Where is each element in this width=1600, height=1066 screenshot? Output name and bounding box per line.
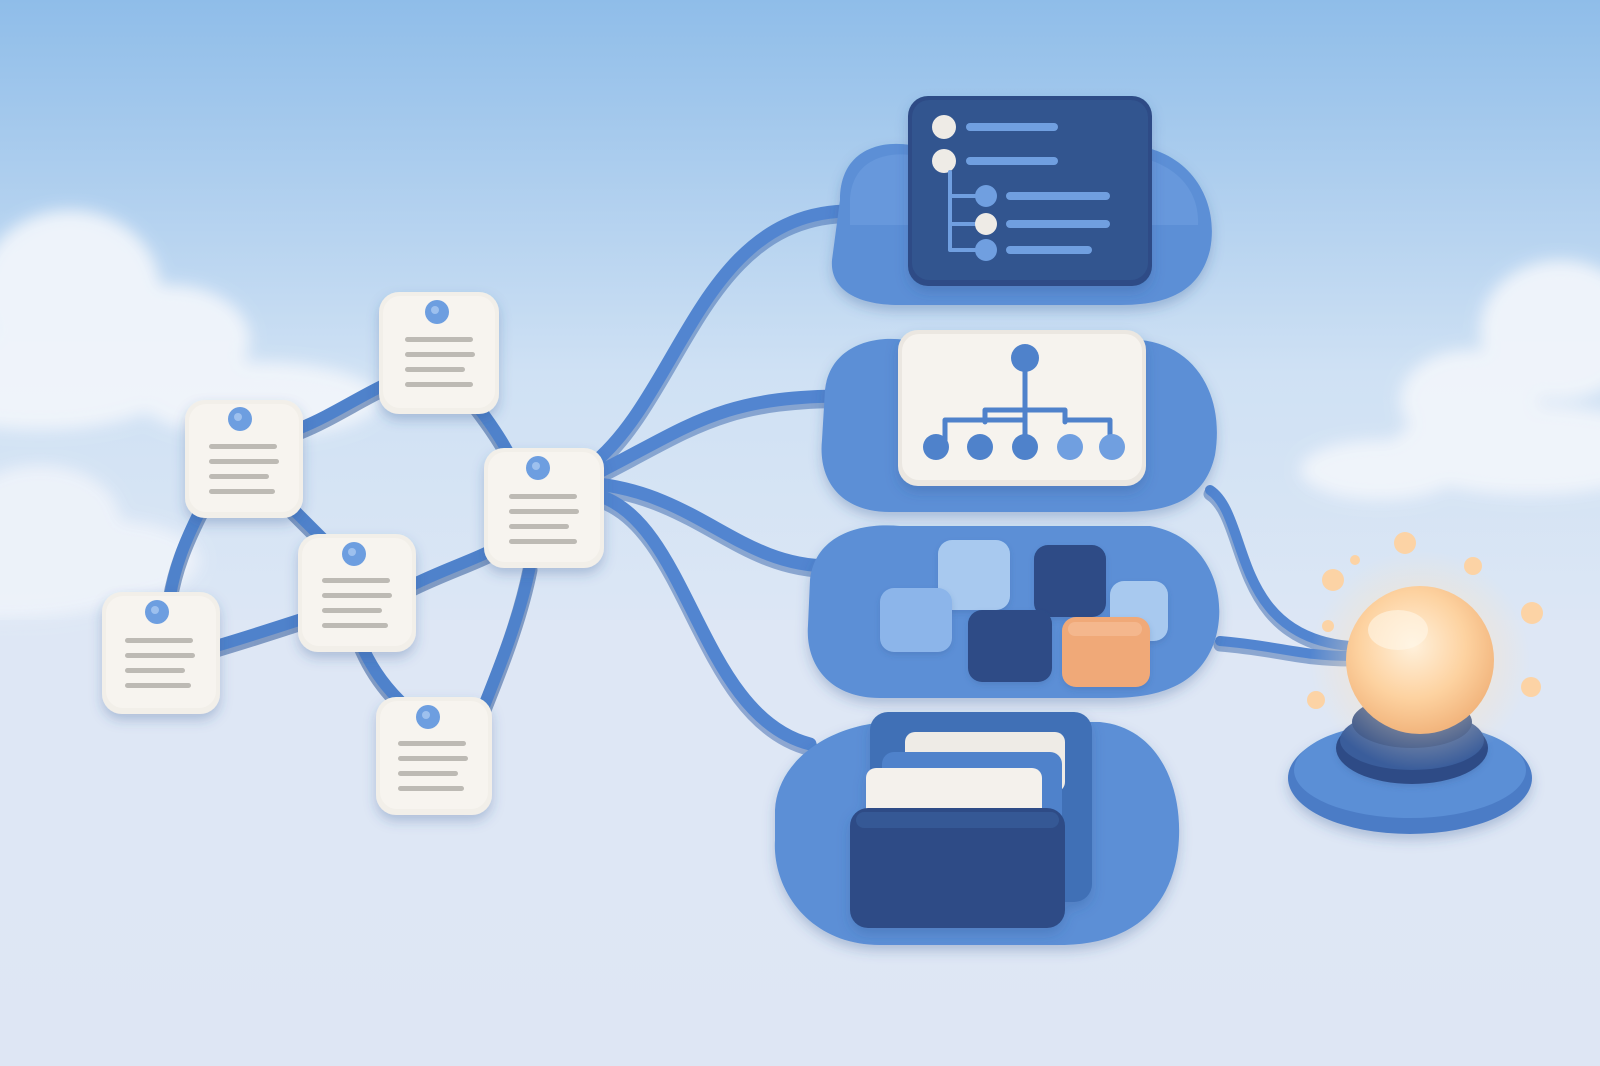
document-card-icon: [379, 292, 499, 414]
platform-category-blocks: [807, 525, 1220, 698]
document-card-icon: [102, 592, 220, 714]
cloud-right: [1300, 260, 1600, 500]
document-card-icon: [376, 697, 492, 815]
list-tree-icon: [908, 96, 1152, 286]
folder-stack-icon: [850, 712, 1092, 928]
cloud-left-upper: [0, 210, 380, 438]
platform-folder: [774, 712, 1180, 945]
cloud-left-lower: [0, 465, 200, 620]
glowing-orb-icon: [1288, 532, 1543, 834]
connector-tubes: [582, 204, 1357, 756]
document-card-icon: [298, 534, 416, 652]
platform-list-tree: [831, 96, 1212, 305]
org-chart-icon: [898, 330, 1146, 486]
document-cards: [102, 292, 604, 815]
platform-org-chart: [821, 330, 1217, 512]
document-card-icon: [185, 400, 303, 518]
document-card-icon: [484, 448, 604, 568]
sparkle-dots: [1307, 532, 1543, 709]
category-blocks-icon: [880, 540, 1168, 687]
